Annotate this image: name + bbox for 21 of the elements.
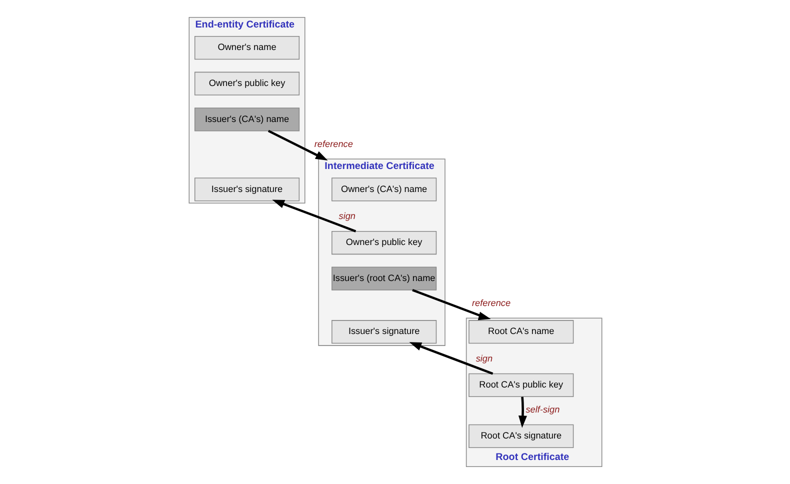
edge-label: sign: [475, 354, 492, 364]
arrow: [412, 288, 490, 320]
node-box: Issuer's signature: [331, 320, 436, 344]
node-box: Owner's public key: [331, 230, 436, 255]
edge-label: sign: [338, 211, 356, 222]
arrow: [518, 396, 526, 428]
node-box: Owner's name: [194, 36, 300, 60]
node-box: Owner's (CA's) name: [331, 178, 436, 202]
edge-label: reference: [472, 298, 510, 308]
edge-label: reference: [314, 138, 352, 149]
node-box: Root CA's public key: [468, 373, 574, 397]
arrow: [267, 130, 328, 161]
node-box: Issuer's (root CA's) name: [331, 266, 436, 290]
node-box: Issuer's signature: [194, 178, 300, 202]
edge-label: self-sign: [525, 404, 560, 415]
node-box: Owner's public key: [194, 72, 300, 96]
arrow: [408, 342, 493, 375]
node-box: Root CA's signature: [468, 424, 574, 448]
node-box: Issuer's (CA's) name: [194, 108, 300, 132]
arrow: [272, 200, 356, 232]
node-box: Root CA's name: [468, 320, 574, 344]
